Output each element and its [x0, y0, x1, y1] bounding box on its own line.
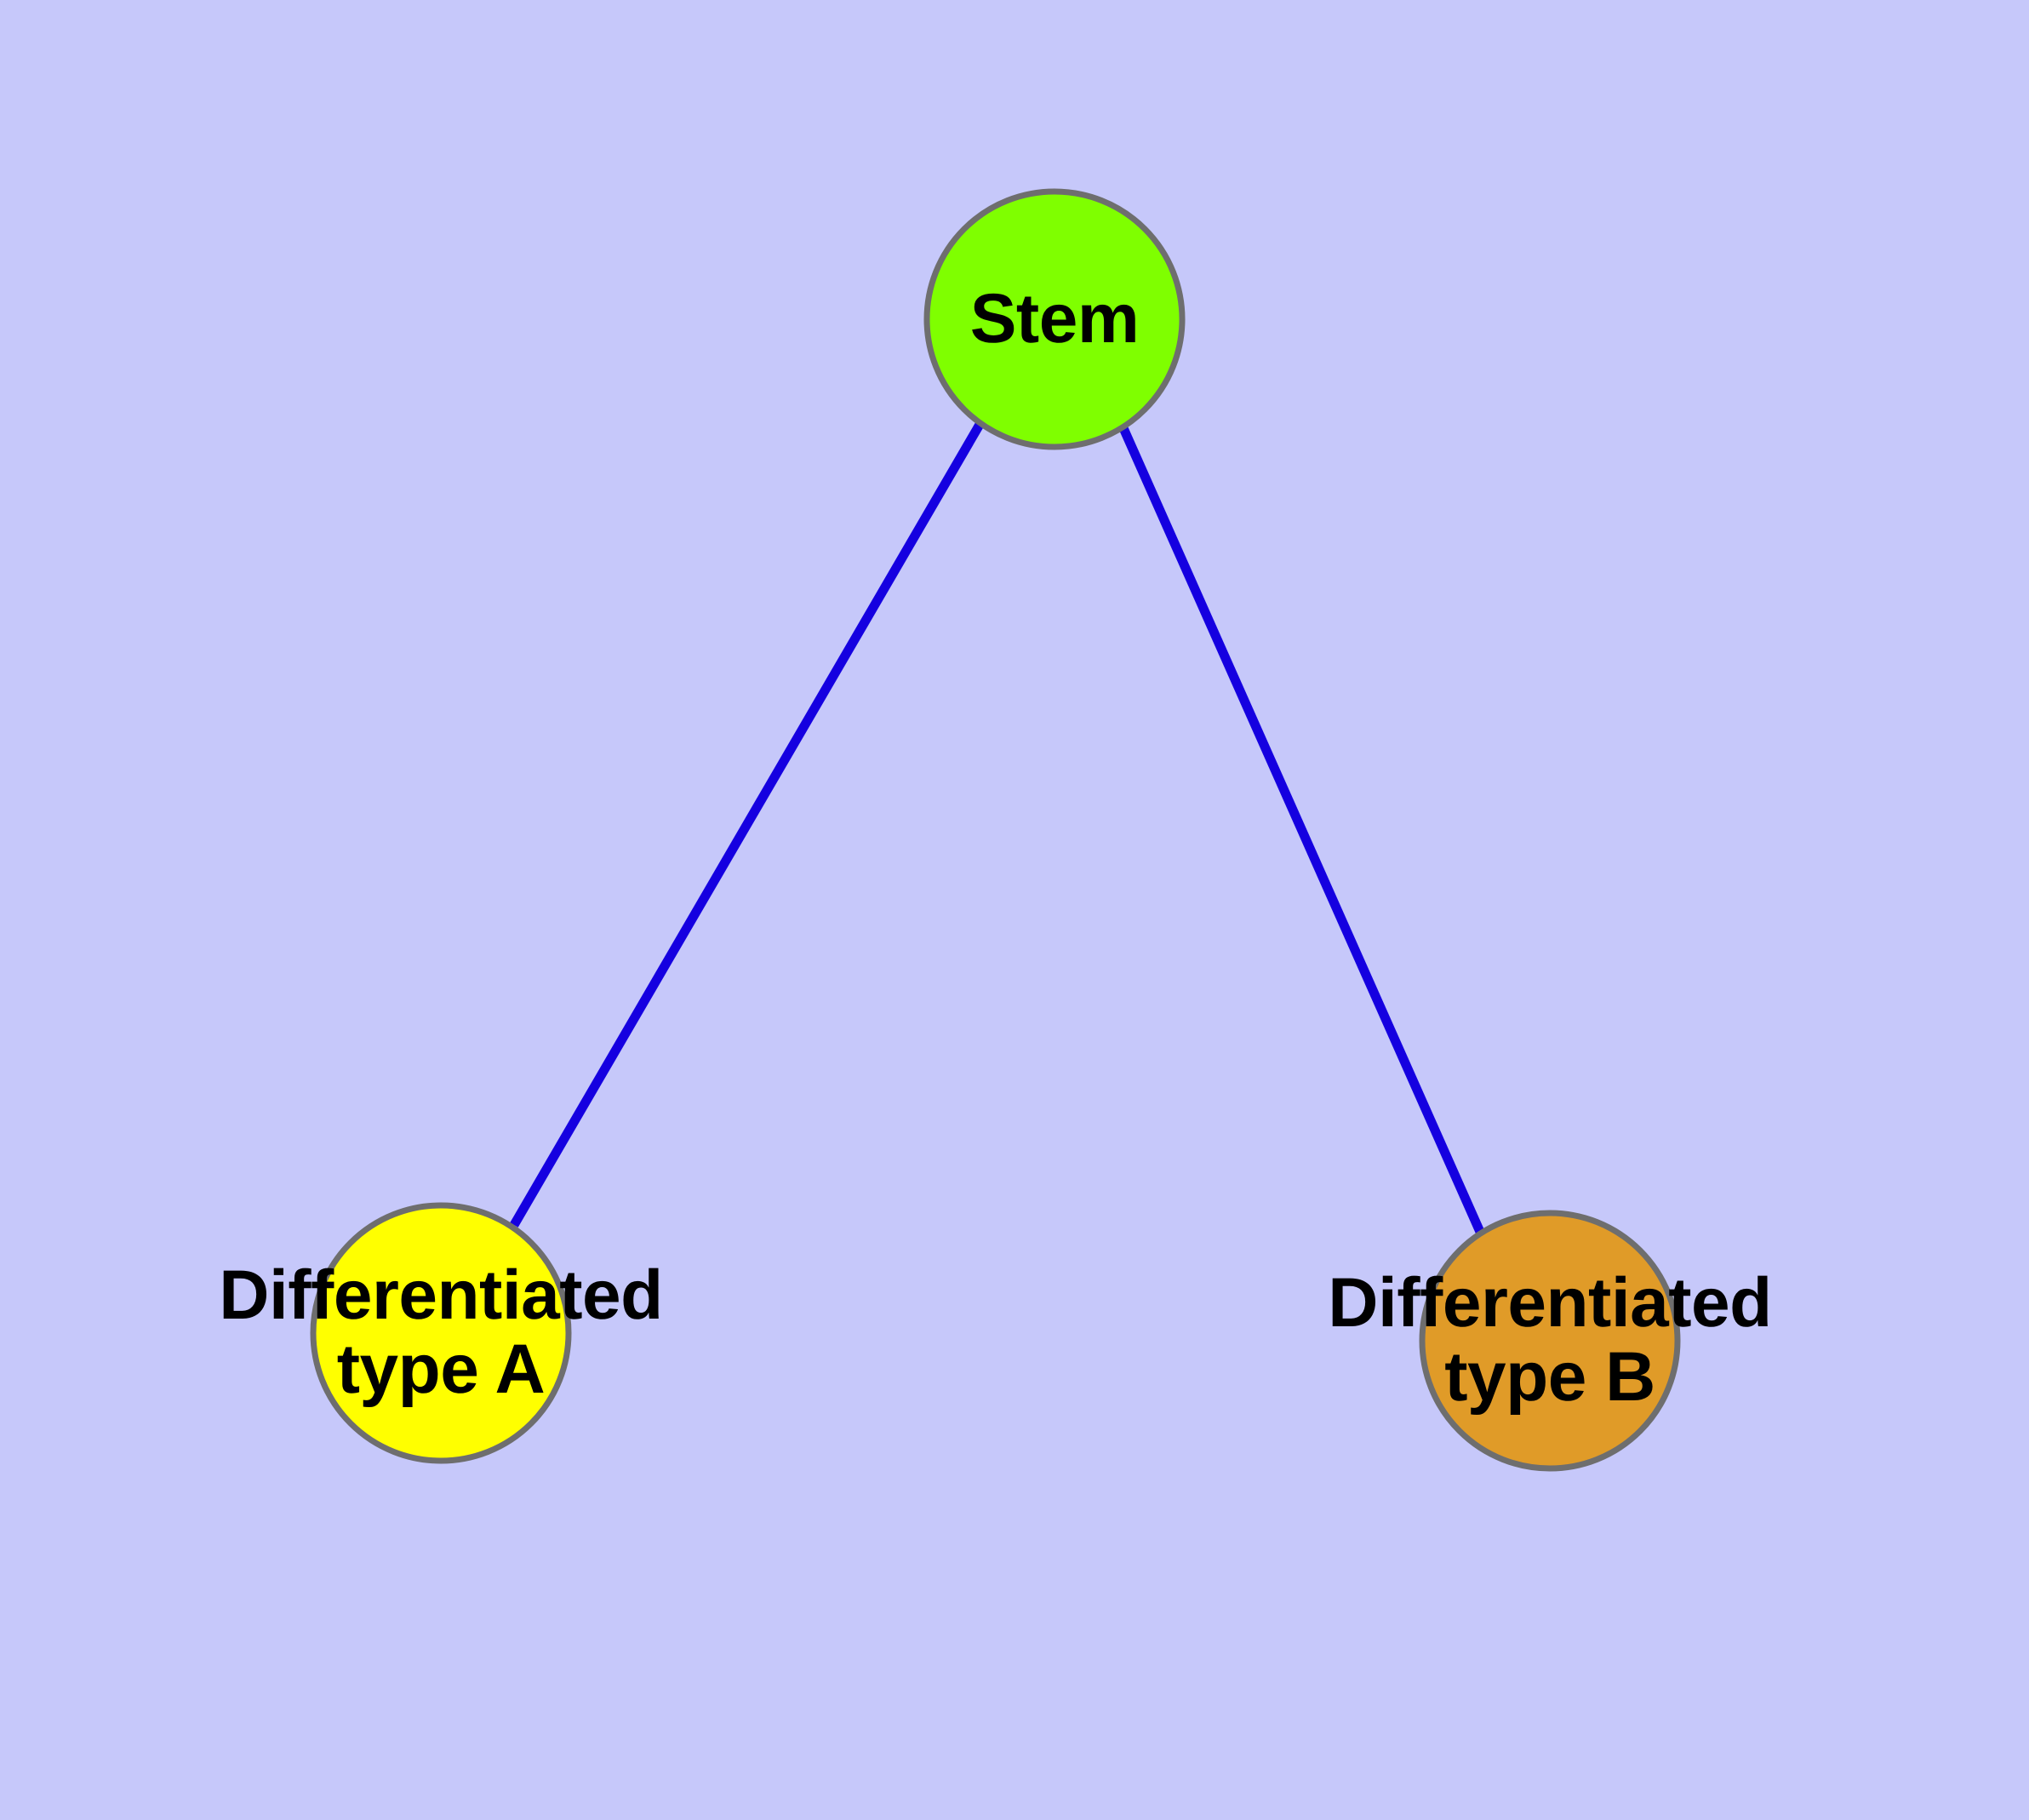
edge-stem-to-diff-a[interactable] — [510, 421, 985, 1228]
node-stem[interactable] — [923, 188, 1186, 450]
edge-stem-to-diff-b[interactable] — [1118, 426, 1485, 1234]
edge-layer — [510, 421, 1485, 1234]
node-differentiated-type-b[interactable] — [1419, 1210, 1681, 1472]
node-layer — [310, 188, 1681, 1472]
node-differentiated-type-a[interactable] — [310, 1202, 572, 1464]
